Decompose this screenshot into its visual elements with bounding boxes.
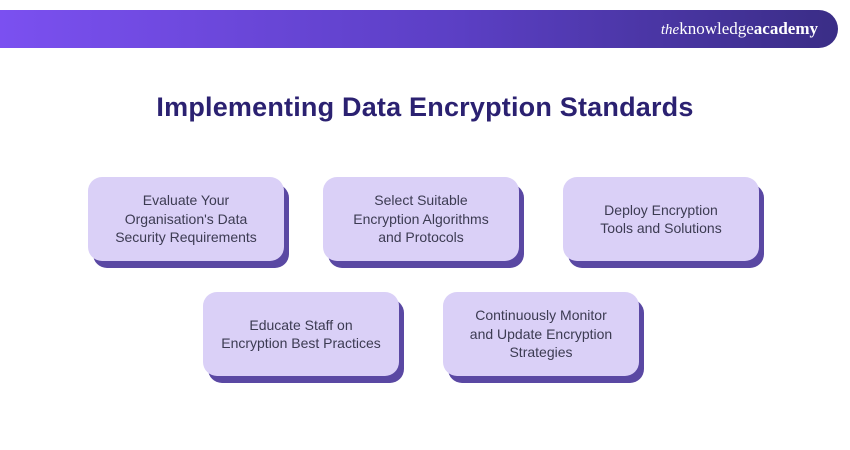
step-card-label: Select Suitable Encryption Algorithms an… — [353, 192, 489, 246]
page-title: Implementing Data Encryption Standards — [156, 92, 694, 122]
logo-part-knowledge: knowledge — [679, 19, 754, 38]
header-bar: theknowledgeacademy — [0, 10, 838, 48]
step-card-label: Deploy Encryption Tools and Solutions — [600, 201, 722, 236]
step-card-label: Educate Staff on Encryption Best Practic… — [221, 316, 381, 351]
logo-part-academy: academy — [753, 19, 818, 38]
step-card-label: Evaluate Your Organisation's Data Securi… — [115, 192, 257, 246]
step-card-educate-staff: Educate Staff on Encryption Best Practic… — [203, 292, 399, 376]
step-card-select-algorithms: Select Suitable Encryption Algorithms an… — [323, 177, 519, 261]
step-card-monitor-update: Continuously Monitor and Update Encrypti… — [443, 292, 639, 376]
step-card-evaluate-requirements: Evaluate Your Organisation's Data Securi… — [88, 177, 284, 261]
logo-part-the: the — [660, 22, 680, 38]
step-card-label: Continuously Monitor and Update Encrypti… — [469, 307, 613, 361]
step-card-deploy-tools: Deploy Encryption Tools and Solutions — [563, 177, 759, 261]
knowledge-academy-logo: theknowledgeacademy — [661, 20, 818, 38]
